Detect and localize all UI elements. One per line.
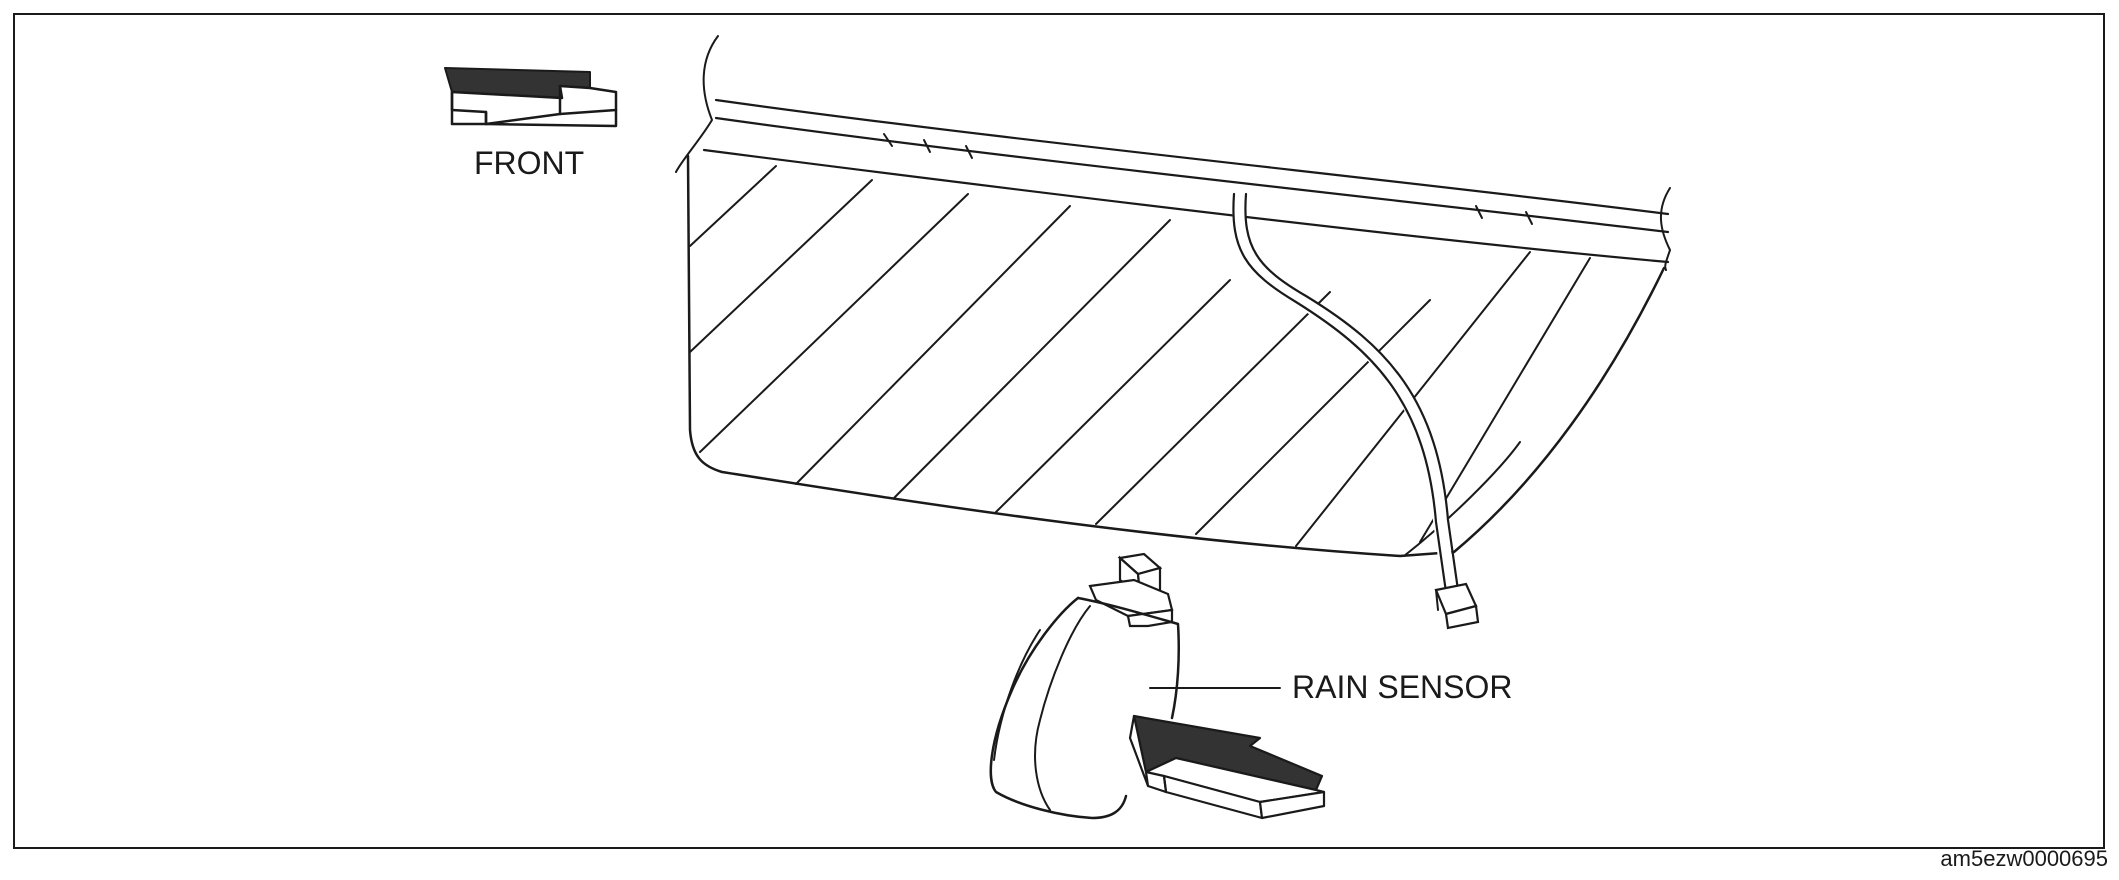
figure-id-label: am5ezw0000695 [1940,846,2108,871]
diagram-border [13,13,2105,849]
rain-sensor-label: RAIN SENSOR [1292,669,1512,705]
front-label: FRONT [474,145,584,181]
install-direction-arrow-icon [1128,714,1326,820]
windshield [675,35,1671,597]
rain-sensor [989,552,1180,820]
sensor-harness [1232,192,1480,630]
front-arrow-icon [444,67,618,128]
